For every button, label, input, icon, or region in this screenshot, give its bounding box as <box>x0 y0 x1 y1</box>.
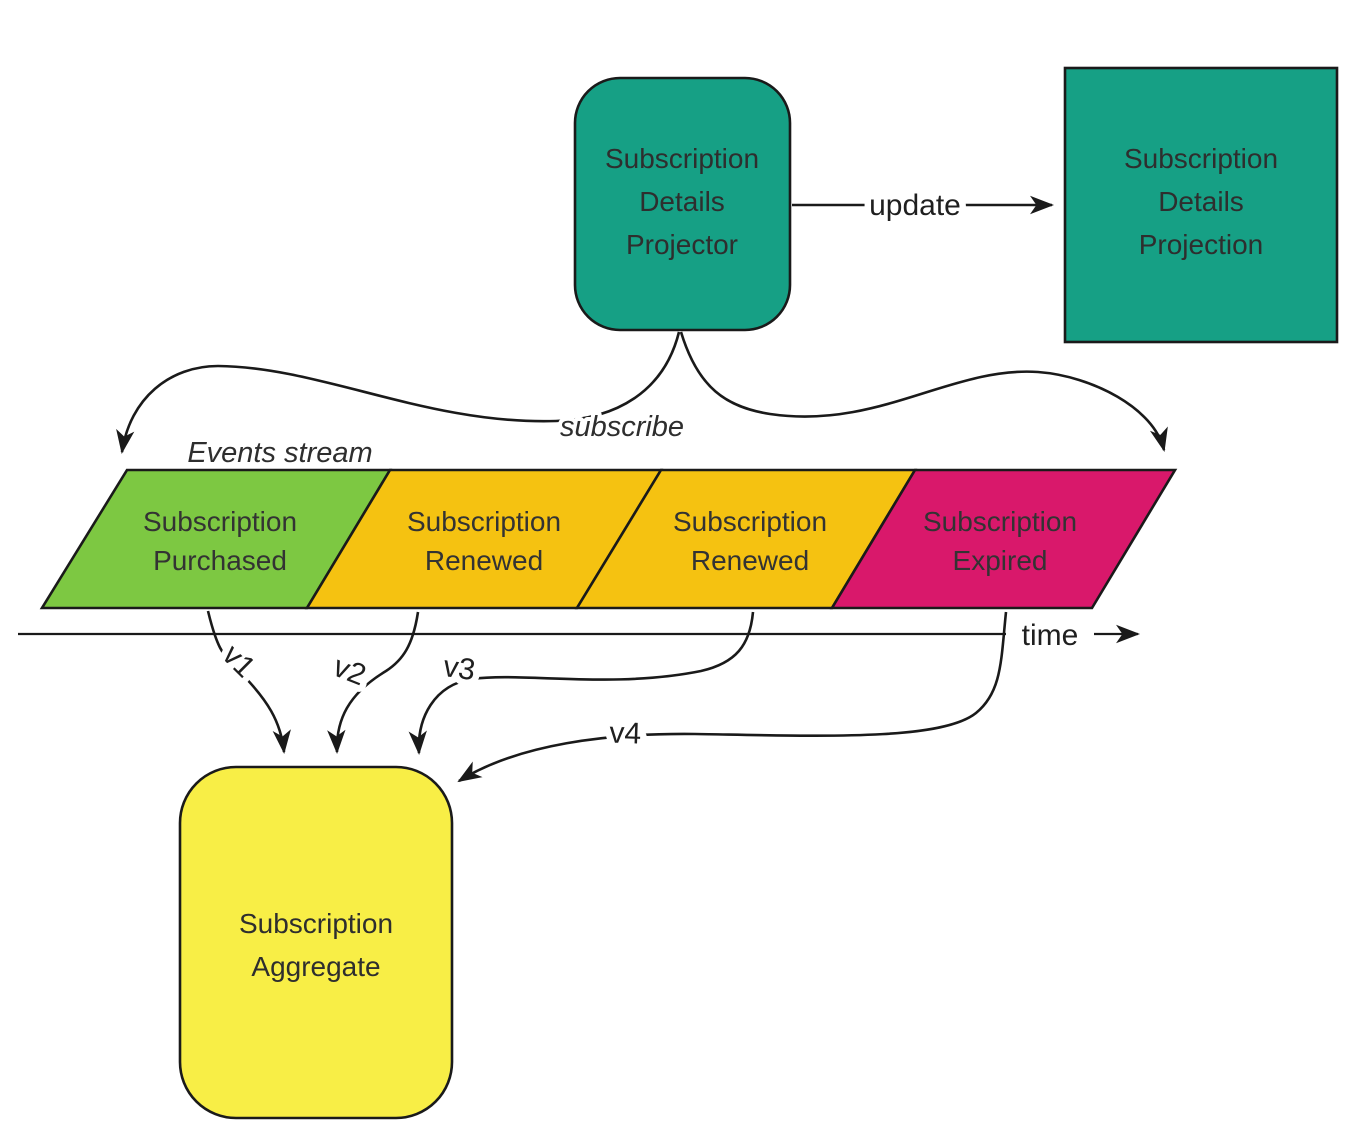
version-label-v1: v1 <box>216 638 262 684</box>
events-stream-label: Events stream <box>187 437 372 469</box>
projection-label-line2: Details <box>1158 186 1244 217</box>
event-segment-label: Renewed <box>691 545 809 576</box>
projection-label-line1: Subscription <box>1124 143 1278 174</box>
version-arrow-v2 <box>327 611 420 754</box>
aggregate-label-line1: Subscription <box>239 908 393 939</box>
event-segment-label: Expired <box>953 545 1048 576</box>
time-label: time <box>1022 619 1079 652</box>
version-label-v3: v3 <box>441 650 477 687</box>
projector-label-line3: Projector <box>626 229 738 260</box>
version-arrow-v4 <box>457 611 1008 783</box>
event-segment-expired <box>829 468 1178 610</box>
version-label-v4: v4 <box>609 716 642 750</box>
update-label: update <box>869 189 961 222</box>
subscribe-arrow-left <box>116 331 681 454</box>
version-arrow-v1 <box>206 610 291 754</box>
event-segment-label: Purchased <box>153 545 287 576</box>
aggregate-label-line2: Aggregate <box>251 951 380 982</box>
projector-label-line2: Details <box>639 186 725 217</box>
subscribe-label: subscribe <box>560 411 684 443</box>
subscribe-arrow-right <box>679 331 1168 452</box>
projection-label-line3: Projection <box>1139 229 1264 260</box>
event-segment-label: Subscription <box>143 506 297 537</box>
version-arrow-v3 <box>408 611 755 755</box>
event-segment-label: Subscription <box>923 506 1077 537</box>
projection-box <box>1063 66 1339 344</box>
event-segment-label: Renewed <box>425 545 543 576</box>
aggregate-box <box>178 765 454 1120</box>
projector-label-line1: Subscription <box>605 143 759 174</box>
projector-box <box>573 76 792 332</box>
event-segment-label: Subscription <box>407 506 561 537</box>
event-segment-label: Subscription <box>673 506 827 537</box>
